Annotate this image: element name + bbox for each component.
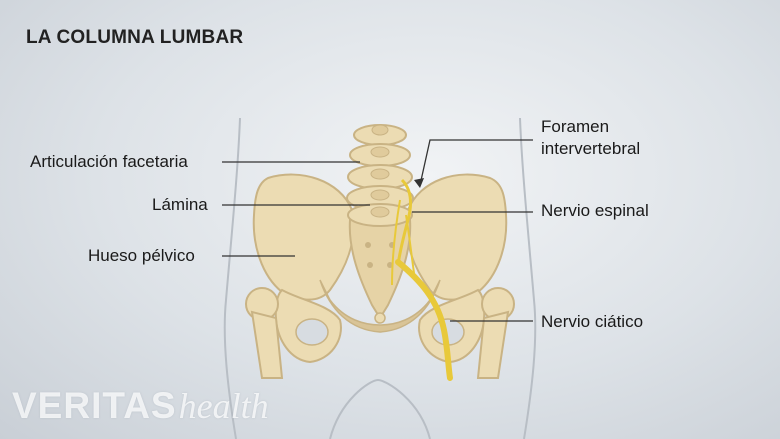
vertebra-l1 — [353, 124, 407, 146]
logo-brand-text: VERITAS — [12, 385, 177, 426]
label-facet-joint: Articulación facetaria — [30, 152, 188, 171]
right-ilium — [405, 173, 508, 301]
label-pelvic-bone: Hueso pélvico — [88, 246, 195, 265]
vertebra-l2 — [349, 143, 411, 167]
coccyx — [374, 312, 386, 324]
label-foramen-line2: intervertebral — [541, 139, 641, 158]
sacrum — [348, 219, 412, 320]
label-spinal-nerve: Nervio espinal — [541, 201, 649, 220]
logo-sub-text: health — [178, 386, 269, 426]
sciatic-nerve — [395, 259, 453, 381]
pelvic-ring — [319, 279, 441, 333]
label-foramen-line1: Foramen — [541, 117, 610, 136]
left-ilium — [252, 173, 355, 301]
sacral-foramen — [365, 242, 371, 248]
body-outline-left — [223, 117, 241, 439]
foramen-arrowhead — [414, 178, 424, 188]
body-outline-right — [519, 117, 537, 439]
label-sciatic-nerve: Nervio ciático — [541, 312, 644, 331]
body-outline-bottom — [329, 378, 431, 439]
left-femur-shaft — [250, 310, 284, 379]
label-lamina: Lámina — [152, 195, 208, 214]
diagram-title: LA COLUMNA LUMBAR — [26, 27, 244, 48]
veritas-health-logo: VERITAShealth — [12, 385, 269, 427]
left-obturator — [295, 318, 329, 346]
vertebra-l5 — [347, 203, 413, 227]
spinal-nerve-branch — [391, 199, 401, 286]
spinal-nerve — [396, 178, 412, 266]
right-femur-shaft — [476, 310, 510, 379]
leader-line-foramen — [419, 139, 533, 186]
sacral-foramen — [367, 262, 373, 268]
